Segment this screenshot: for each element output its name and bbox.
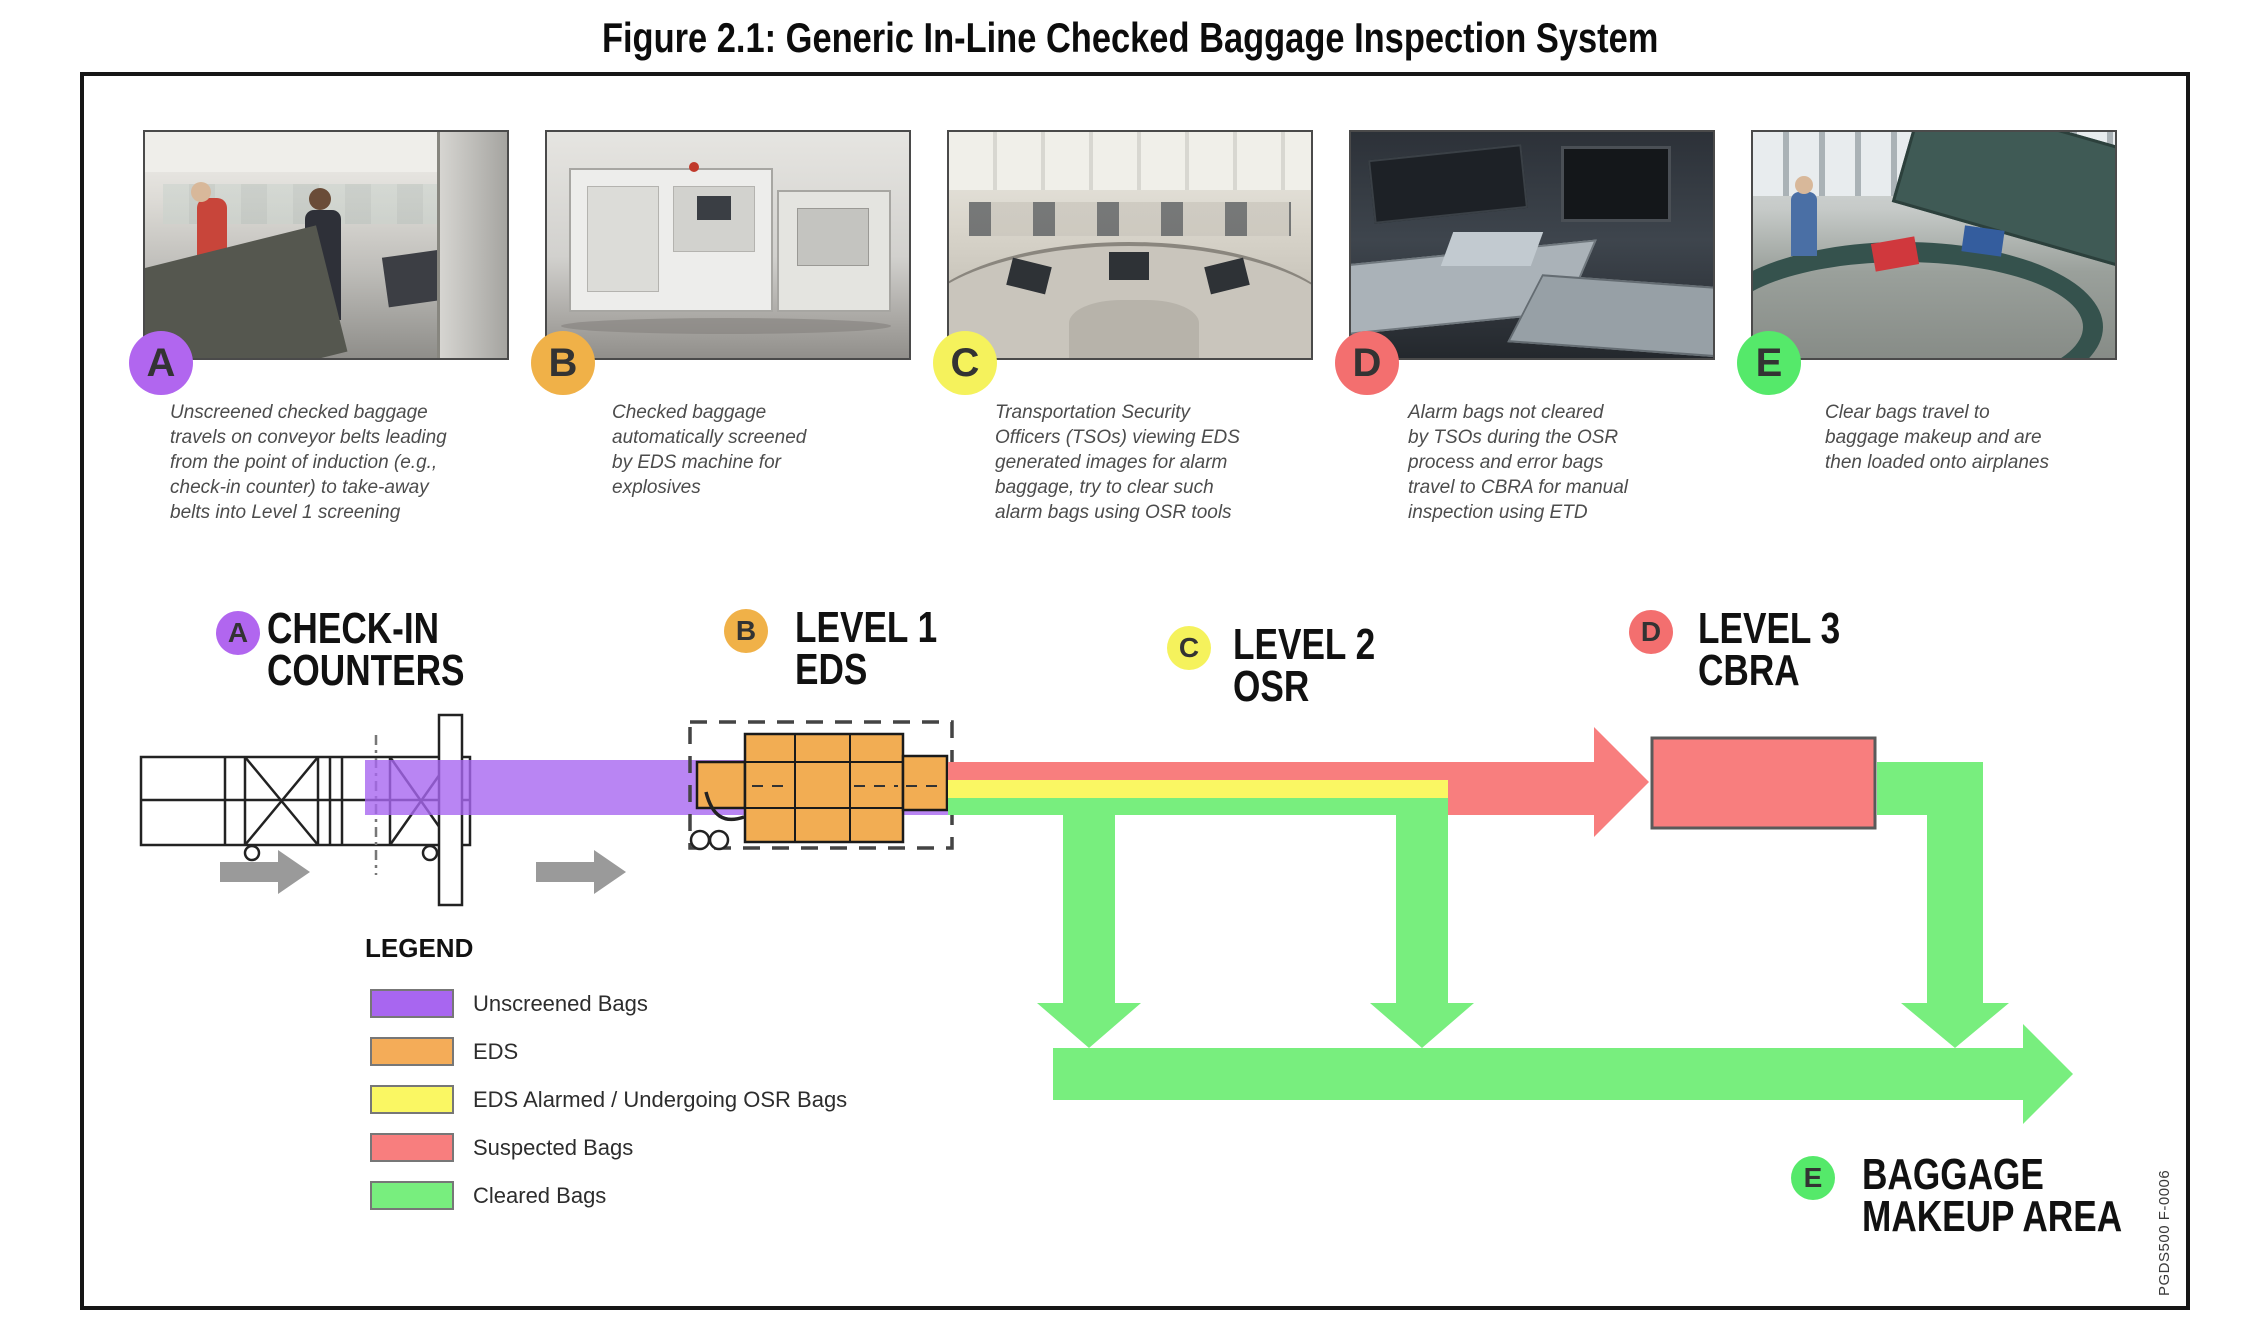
photo-badge-a: A bbox=[129, 331, 193, 395]
cleared-down-arrow-2 bbox=[1370, 798, 1474, 1048]
flow-badge-d-letter: D bbox=[1640, 616, 1662, 647]
photo-b-floor-shadow bbox=[561, 318, 891, 334]
figure-title-text: Figure 2.1: Generic In-Line Checked Bagg… bbox=[601, 14, 1659, 61]
legend-label-eds: EDS bbox=[473, 1039, 519, 1064]
legend-title: LEGEND bbox=[365, 933, 474, 963]
photo-badge-d-letter: D bbox=[1352, 340, 1382, 385]
photo-b-logo-dot bbox=[689, 162, 699, 172]
flow-badge-b: B bbox=[724, 609, 768, 653]
photo-c-monitor-row bbox=[969, 202, 1291, 236]
legend-label-cleared: Cleared Bags bbox=[473, 1183, 607, 1208]
cleared-bottom-arrowhead bbox=[2023, 1024, 2073, 1124]
photo-badge-b: B bbox=[531, 331, 595, 395]
suspected-band bbox=[1448, 762, 1594, 815]
photo-a-agent-head bbox=[309, 188, 331, 210]
photo-b-machine-panel-left bbox=[587, 186, 659, 292]
flow-label-level1-eds: LEVEL 1 EDS bbox=[795, 603, 938, 694]
direction-arrow-icon-2 bbox=[536, 850, 626, 894]
flow-badge-c: C bbox=[1167, 626, 1211, 670]
flow-badge-e-letter: E bbox=[1803, 1162, 1823, 1193]
photo-e-worker bbox=[1791, 192, 1817, 256]
photo-badge-c: C bbox=[933, 331, 997, 395]
flow-label-level3-cbra: LEVEL 3 CBRA bbox=[1698, 604, 1841, 695]
cleared-bottom-band bbox=[1053, 1048, 2023, 1100]
photo-badge-e-letter: E bbox=[1755, 340, 1783, 385]
photo-badge-a-letter: A bbox=[146, 340, 176, 385]
flow-badge-d: D bbox=[1629, 610, 1673, 654]
photo-a-passenger-head bbox=[191, 182, 211, 202]
caption-c: Transportation Security Officers (TSOs) … bbox=[995, 402, 1240, 523]
legend-label-alarmed: EDS Alarmed / Undergoing OSR Bags bbox=[473, 1087, 848, 1112]
photo-cbra-room bbox=[1349, 130, 1715, 360]
document-code: PGDS500 F-0006 bbox=[2156, 1169, 2173, 1296]
caption-b: Checked baggage automatically screened b… bbox=[612, 402, 807, 498]
photo-c-console-center bbox=[1069, 300, 1199, 358]
legend-swatch-eds bbox=[370, 1037, 454, 1066]
photo-osr-control-room bbox=[947, 130, 1313, 360]
caption-e: Clear bags travel to baggage makeup and … bbox=[1825, 402, 2049, 473]
legend-swatch-cleared bbox=[370, 1181, 454, 1210]
photo-badge-e: E bbox=[1737, 331, 1801, 395]
legend-label-unscreened: Unscreened Bags bbox=[473, 991, 648, 1016]
flow-badge-b-letter: B bbox=[735, 615, 757, 646]
cleared-down-arrow-3 bbox=[1877, 762, 2009, 1048]
legend-swatch-unscreened bbox=[370, 989, 454, 1018]
flow-badge-a-letter: A bbox=[227, 617, 249, 648]
photo-check-in-counters bbox=[143, 130, 509, 360]
caption-a: Unscreened checked baggage travels on co… bbox=[170, 402, 447, 523]
photo-a-passenger-red-jacket bbox=[197, 198, 227, 256]
photo-e-worker-head bbox=[1795, 176, 1813, 194]
photo-d-monitor bbox=[1561, 146, 1671, 222]
suspected-arrowhead bbox=[1594, 727, 1649, 837]
photo-baggage-carousel bbox=[1751, 130, 2117, 360]
photo-b-tunnel-opening bbox=[797, 208, 869, 266]
legend-swatch-alarmed bbox=[370, 1085, 454, 1114]
photo-eds-machine bbox=[545, 130, 911, 360]
flow-badge-c-letter: C bbox=[1178, 632, 1200, 663]
suspected-stripe bbox=[948, 762, 1448, 781]
legend-swatch-suspected bbox=[370, 1133, 454, 1162]
flow-badge-a: A bbox=[216, 611, 260, 655]
flow-label-check-in-counters: CHECK-IN COUNTERS bbox=[267, 604, 465, 695]
alarm-osr-stripe bbox=[948, 780, 1448, 798]
figure-title: Figure 2.1: Generic In-Line Checked Bagg… bbox=[0, 14, 2260, 62]
flow-badge-e: E bbox=[1791, 1156, 1835, 1200]
photo-a-machine-column bbox=[437, 132, 507, 358]
caption-d: Alarm bags not cleared by TSOs during th… bbox=[1408, 402, 1628, 523]
direction-arrow-icon-1 bbox=[220, 850, 310, 894]
cleared-stripe bbox=[948, 798, 1448, 815]
legend-label-suspected: Suspected Bags bbox=[473, 1135, 634, 1160]
photo-c-console-monitor-2 bbox=[1109, 252, 1149, 280]
cbra-box bbox=[1650, 736, 1877, 830]
photo-c-ceiling-grid bbox=[949, 132, 1311, 190]
photo-badge-c-letter: C bbox=[950, 340, 980, 385]
photo-badge-b-letter: B bbox=[548, 340, 578, 385]
photo-b-machine-screen bbox=[697, 196, 731, 220]
flow-label-baggage-makeup-area: BAGGAGE MAKEUP AREA bbox=[1862, 1150, 2123, 1241]
cleared-down-arrow-1 bbox=[1037, 798, 1141, 1048]
photo-badge-d: D bbox=[1335, 331, 1399, 395]
flow-label-level2-osr: LEVEL 2 OSR bbox=[1233, 620, 1376, 711]
eds-machine-plan bbox=[688, 720, 954, 851]
